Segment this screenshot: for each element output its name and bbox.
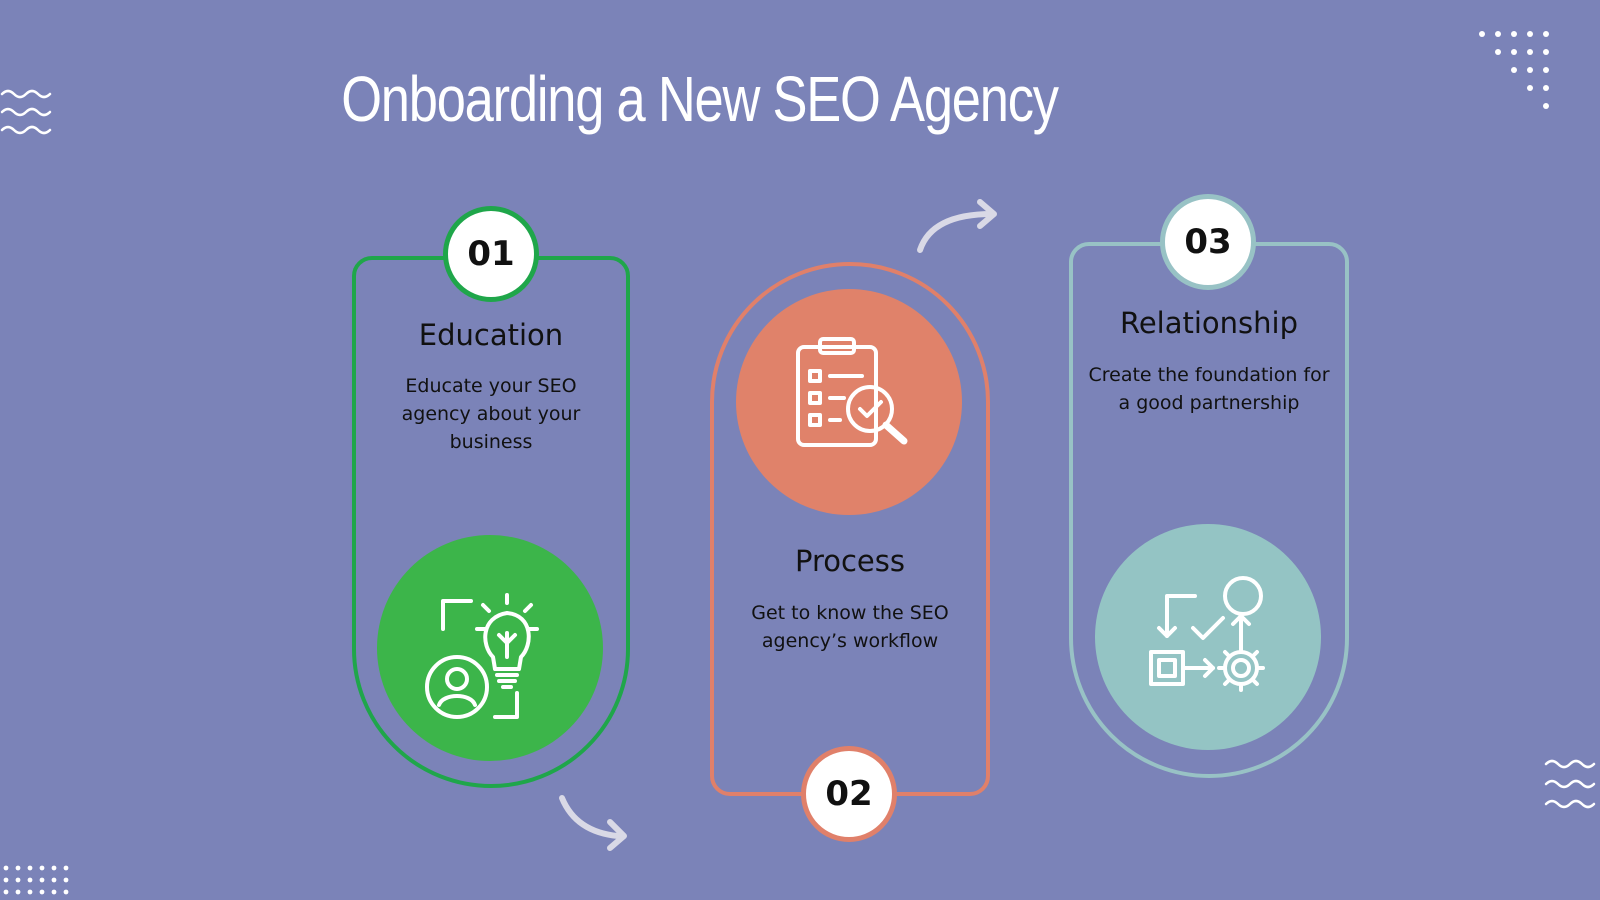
step-description: Get to know the SEO agency’s workflow bbox=[751, 602, 949, 652]
dots-decoration-bottom-left bbox=[3, 865, 69, 895]
process-icon-circle bbox=[736, 289, 962, 515]
lightbulb-person-icon bbox=[425, 593, 539, 719]
education-icon-circle bbox=[377, 535, 603, 761]
workflow-gear-icon bbox=[1149, 576, 1265, 692]
step-number-badge: 02 bbox=[801, 746, 897, 842]
wave-decoration-bottom-right bbox=[1544, 759, 1596, 809]
step-description: Create the foundation for a good partner… bbox=[1088, 364, 1330, 414]
arrow-step2-to-step3-icon bbox=[917, 199, 997, 253]
step-number-badge: 01 bbox=[443, 206, 539, 302]
relationship-icon-circle bbox=[1095, 524, 1321, 750]
step-number-badge: 03 bbox=[1160, 194, 1256, 290]
step-heading: Process bbox=[794, 544, 905, 578]
wave-decoration-top-left bbox=[0, 89, 52, 135]
step-heading: Relationship bbox=[1119, 306, 1299, 340]
arrow-step1-to-step2-icon bbox=[559, 795, 627, 851]
page-title: Onboarding a New SEO Agency bbox=[341, 63, 1059, 135]
step-heading: Education bbox=[418, 318, 564, 352]
step-description: Educate your SEO agency about your busin… bbox=[401, 375, 581, 453]
dots-decoration-top-right bbox=[1479, 31, 1549, 109]
clipboard-search-icon bbox=[796, 337, 908, 447]
